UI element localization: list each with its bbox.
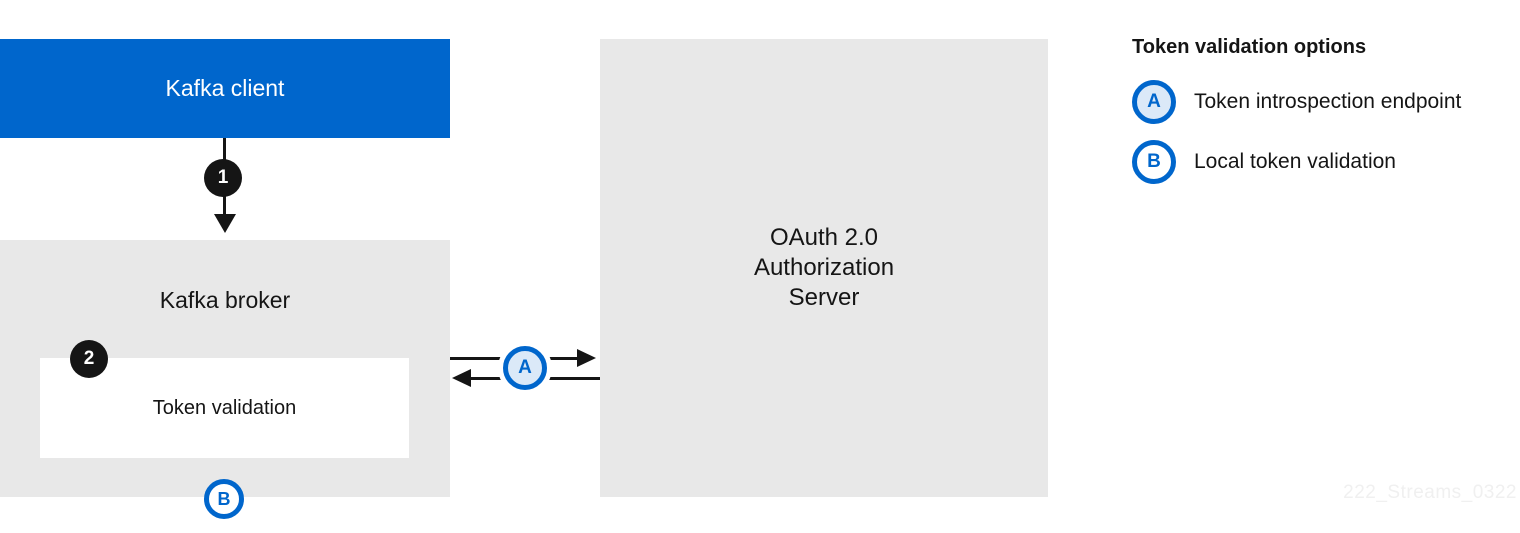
local-validation-b-badge: B [204,479,244,519]
legend-title: Token validation options [1132,36,1367,58]
token-validation-box: Token validation [40,358,409,458]
kafka-client-box: Kafka client [0,39,450,138]
broker-to-authserver-arrowhead-icon [577,349,596,367]
legend-b-badge: B [1132,140,1176,184]
kafka-broker-label: Kafka broker [159,287,291,313]
legend-b-label: Local token validation [1194,150,1396,173]
introspection-a-badge: A [503,346,547,390]
kafka-client-label: Kafka client [165,75,285,101]
legend-item-token-introspection: A Token introspection endpoint [1132,80,1461,124]
watermark-text: 222_Streams_0322 [1343,482,1517,503]
step-2-badge: 2 [70,340,108,378]
step-1-badge: 1 [204,159,242,197]
oauth-server-label: OAuth 2.0 Authorization Server [753,224,895,311]
legend-a-badge: A [1132,80,1176,124]
authserver-to-broker-arrowhead-icon [452,369,471,387]
token-validation-label: Token validation [152,396,297,419]
oauth-server-box: OAuth 2.0 Authorization Server [600,39,1048,497]
legend-a-label: Token introspection endpoint [1194,90,1462,113]
client-to-broker-arrowhead-icon [214,214,236,233]
legend-item-local-validation: B Local token validation [1132,140,1396,184]
